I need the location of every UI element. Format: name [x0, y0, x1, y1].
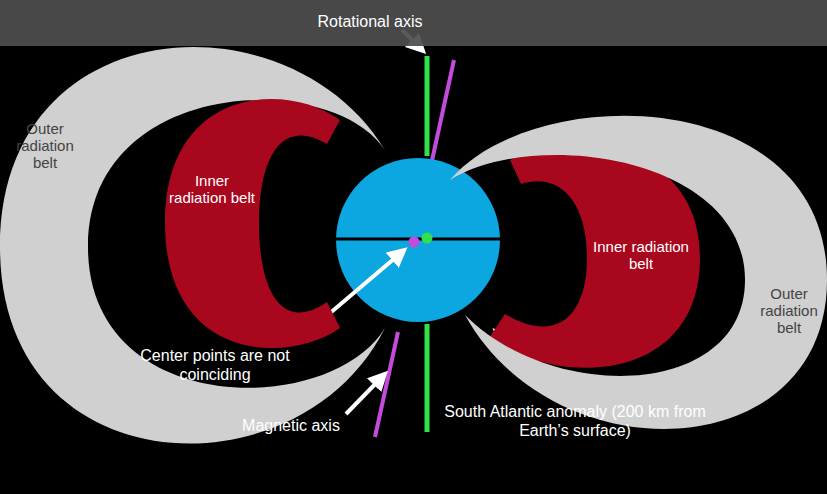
belt-label: Outer radiation belt: [8, 120, 82, 171]
callout-label: Center points are not coinciding: [130, 346, 300, 384]
inner-belt-shape: [165, 88, 345, 358]
outer-belt-outline: [0, 47, 385, 444]
inner-belt: Inner radiation belt: [165, 88, 345, 358]
rotational-axis-top: [425, 56, 430, 156]
magnetic-axis-bottom: [375, 332, 398, 437]
inner-belt-outline: [489, 146, 700, 368]
callout-label: South Atlantic anomaly (200 km from Eart…: [425, 402, 725, 440]
rotational-center: [422, 233, 433, 244]
belt-label: Inner radiation belt: [169, 172, 255, 206]
rotational-axis-bottom: [425, 324, 430, 432]
inner-belt-outline: [165, 99, 340, 348]
magnetic-axis-top: [431, 60, 454, 165]
belt-label: Outer radiation belt: [753, 285, 825, 336]
axis-label: Rotational axis: [310, 12, 430, 31]
outer-belt-outline: [450, 116, 827, 429]
leader-arrow: [346, 376, 383, 414]
magnetic-center: [409, 237, 420, 248]
belt-label: Inner radiation belt: [589, 238, 693, 272]
earth: [336, 158, 500, 322]
outer-belt: Outer radiation belt: [445, 105, 827, 445]
outer-belt-shape: [445, 105, 827, 445]
axis-label: Magnetic axis: [228, 416, 354, 435]
